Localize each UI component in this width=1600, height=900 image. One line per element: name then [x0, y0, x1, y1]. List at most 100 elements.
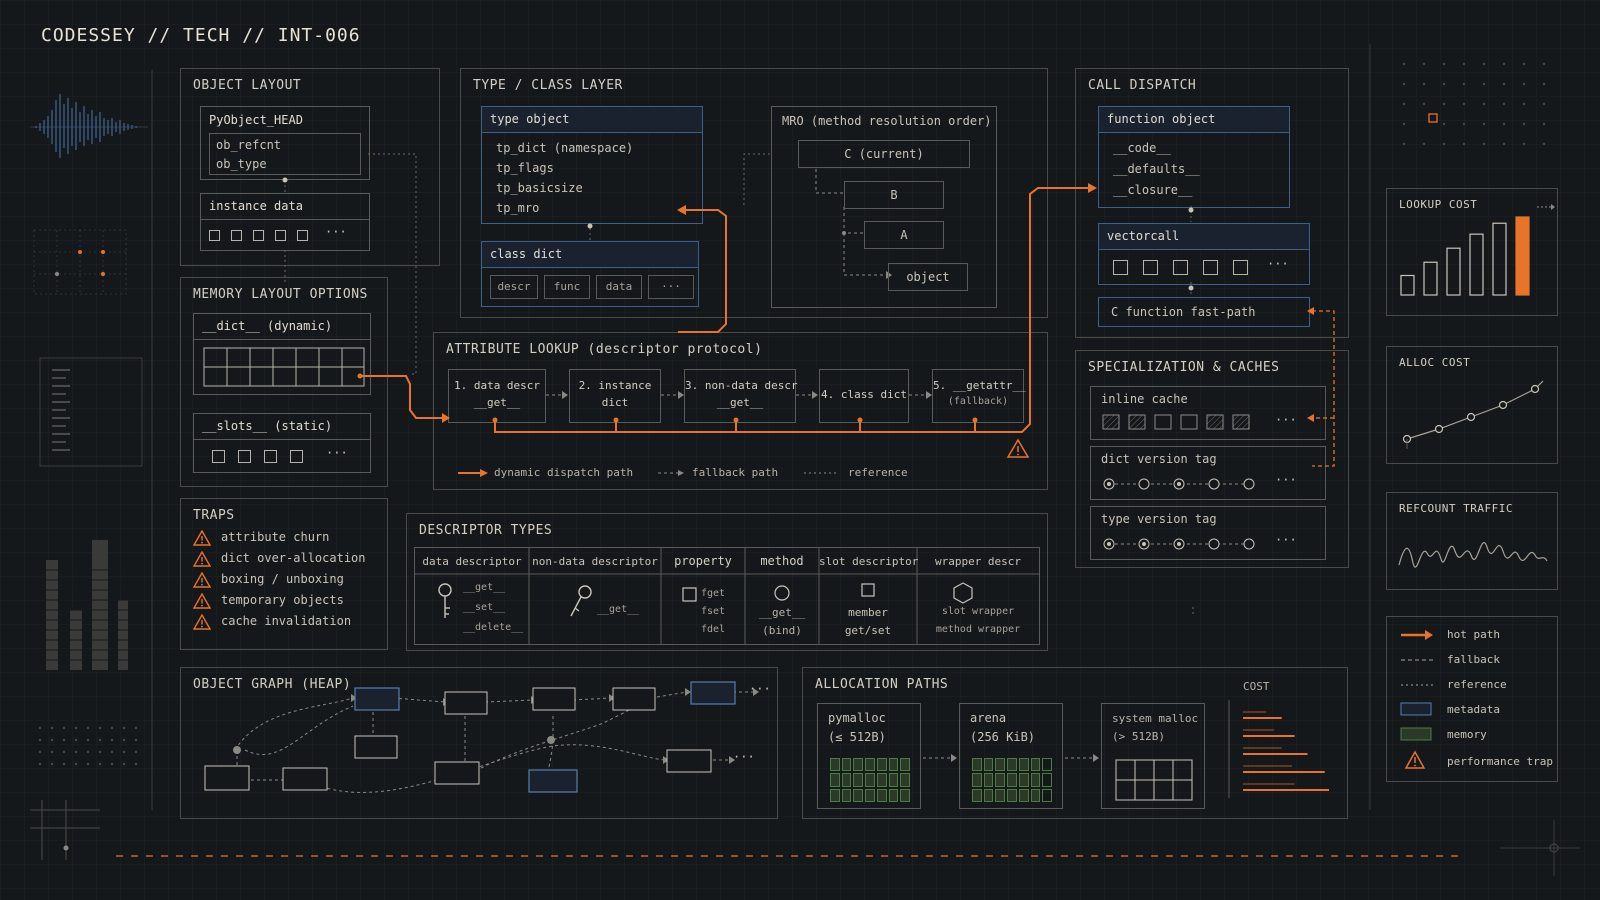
fast-path-label: C function fast-path: [1111, 305, 1256, 319]
field-closure: __closure__: [1113, 183, 1193, 197]
mro-node-b: B: [844, 181, 944, 209]
memory-cell: [853, 788, 864, 802]
system-malloc-box: system malloc (> 512B): [1101, 703, 1205, 809]
call-dispatch-title: CALL DISPATCH: [1088, 78, 1197, 93]
step-3-line1: 3. non-data descr: [685, 379, 798, 392]
field-tp-dict: tp_dict (namespace): [496, 141, 634, 155]
warning-icon: [192, 613, 212, 634]
memory-cell: [900, 758, 910, 772]
arg-slot: [1203, 260, 1218, 275]
memory-cell: [1018, 788, 1029, 802]
memory-cell: [983, 773, 994, 787]
memory-cell: [830, 773, 840, 787]
call-dispatch-panel: CALL DISPATCH function object __code__ _…: [1075, 68, 1349, 338]
pymalloc-box: pymalloc (≤ 512B): [817, 703, 921, 809]
legend-reference-label: reference: [848, 466, 908, 479]
system-malloc-range: (> 512B): [1112, 730, 1165, 743]
pymalloc-memory-grid: [830, 758, 910, 802]
legend-dynamic-label: dynamic dispatch path: [494, 466, 634, 479]
memory-cell: [876, 758, 887, 772]
memory-cell: [1042, 788, 1052, 802]
traps-panel: TRAPS attribute churn dict over-allocati…: [180, 498, 388, 650]
cost-bars-chart: [1243, 711, 1329, 791]
memory-cell: [1042, 773, 1052, 787]
mro-box: MRO (method resolution order) C (current…: [771, 106, 997, 308]
legend-memory: memory: [1447, 728, 1487, 741]
memory-cell: [841, 758, 852, 772]
trap-label: dict over-allocation: [221, 551, 366, 565]
ellipsis: ···: [1275, 473, 1297, 487]
alloc-cost-panel: ALLOC COST: [1386, 346, 1558, 464]
step-1-line2: __get__: [473, 396, 521, 409]
field-ob-refcnt: ob_refcnt: [216, 138, 282, 152]
dict-grid: [203, 347, 365, 387]
inline-cache-box: inline cache ···: [1090, 386, 1326, 440]
legend-swatches: [1400, 630, 1433, 769]
lookup-cost-chart: [1400, 204, 1555, 296]
field-code: __code__: [1113, 141, 1171, 155]
lookup-cost-label: LOOKUP COST: [1399, 198, 1478, 211]
memory-cell: [865, 788, 875, 802]
memory-cell: [888, 788, 899, 802]
arena-box: arena (256 KiB): [959, 703, 1063, 809]
type-object-box: type object tp_dict (namespace) tp_flags…: [481, 106, 703, 224]
legend-reference: reference: [1447, 678, 1507, 691]
data-descr-get: __get__: [463, 582, 506, 593]
field-tp-basicsize: tp_basicsize: [496, 181, 583, 195]
memory-cell: [995, 788, 1006, 802]
heap-graph: [204, 681, 759, 793]
slot-cell: [212, 450, 225, 463]
pymalloc-range: (≤ 512B): [828, 730, 886, 744]
slot-cell: [275, 230, 286, 241]
system-malloc-name: system malloc: [1112, 712, 1199, 725]
vectorcall-label: vectorcall: [1099, 224, 1309, 250]
alloc-cost-chart: [1402, 380, 1544, 449]
dict-version-track: [1103, 478, 1255, 490]
square-icon: [861, 583, 875, 597]
specialization-title: SPECIALIZATION & CACHES: [1088, 360, 1280, 375]
object-layout-panel: OBJECT LAYOUT PyObject_HEAD ob_refcnt ob…: [180, 68, 440, 266]
wrapper-method-wrapper: method wrapper: [935, 624, 1021, 635]
memory-cell: [995, 758, 1006, 772]
memory-cell: [983, 788, 994, 802]
ellipsis: ···: [1275, 533, 1297, 547]
circle-icon: [774, 585, 790, 601]
type-object-label: type object: [482, 107, 702, 133]
trap-item: boxing / unboxing: [192, 571, 383, 592]
class-dict-box: class dict descr func data ···: [481, 241, 699, 307]
method-get: __get__: [758, 606, 806, 619]
descriptor-types-panel: DESCRIPTOR TYPES data descr: [406, 513, 1048, 651]
data-descr-delete: __delete__: [463, 622, 524, 633]
col-header-method: method: [760, 554, 804, 568]
legend-panel: hot path fallback reference metadata mem…: [1386, 616, 1558, 782]
legend-metadata: metadata: [1447, 703, 1500, 716]
instance-data-box: instance data ···: [200, 193, 370, 251]
hexagon-icon: [953, 582, 973, 604]
waveform-decor: [30, 94, 148, 158]
step-3-line2: __get__: [716, 396, 764, 409]
dict-dynamic-box: __dict__ (dynamic): [193, 313, 371, 395]
memory-cell: [865, 773, 875, 787]
slot-member: member: [848, 606, 888, 619]
slot-cell: [209, 230, 220, 241]
memory-cell: [830, 788, 840, 802]
refcount-wave: [1398, 542, 1548, 568]
vectorcall-box: vectorcall ···: [1098, 223, 1310, 285]
class-dict-cell-more: ···: [648, 275, 694, 299]
col-header-wrapper-descr: wrapper descr: [934, 555, 1022, 568]
step-2-line2: dict: [601, 396, 629, 409]
memory-cell: [888, 773, 899, 787]
lookup-cost-panel: LOOKUP COST: [1386, 188, 1558, 316]
lookup-cost-bar: [1492, 222, 1507, 296]
instance-data-label: instance data: [201, 194, 369, 220]
trap-label: temporary objects: [221, 593, 344, 607]
trap-item: dict over-allocation: [192, 550, 383, 571]
trap-label: cache invalidation: [221, 614, 352, 628]
pymalloc-name: pymalloc: [828, 711, 886, 725]
non-data-descr-get: __get__: [597, 604, 640, 615]
field-tp-flags: tp_flags: [496, 161, 554, 175]
slot-cell: [238, 450, 251, 463]
memory-cell: [983, 758, 994, 772]
attribute-lookup-title: ATTRIBUTE LOOKUP (descriptor protocol): [446, 342, 763, 357]
col-header-data-descriptor: data descriptor: [422, 555, 522, 568]
